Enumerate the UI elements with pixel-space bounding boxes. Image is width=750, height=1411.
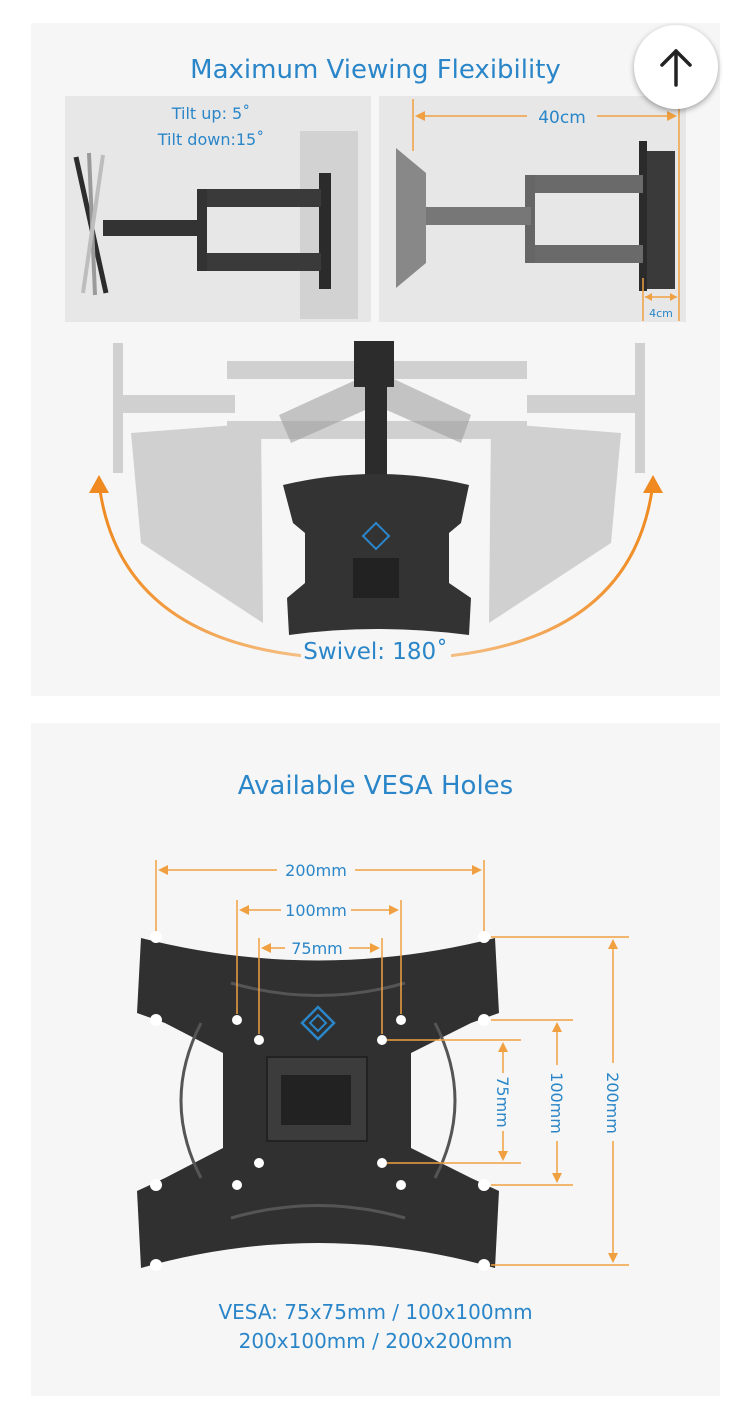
panel-heading: Maximum Viewing Flexibility [190,55,561,85]
dim-200mm-horizontal: 200mm [285,861,347,880]
vesa-diagram: 200mm 100mm 75mm 75mm 100mm 200mm [137,860,629,1271]
tilt-up-label: Tilt up: 5˚ [171,104,251,123]
extension-dimension-label: 40cm [538,108,586,128]
tilt-labels: Tilt up: 5˚ Tilt down:15˚ [31,101,391,153]
vesa-caption-line2: 200x100mm / 200x200mm [238,1329,513,1353]
vesa-holes-panel: Available VESA Holes [31,723,720,1396]
swivel-label: Swivel: 180˚ [303,639,448,665]
dim-200mm-vertical: 200mm [603,1072,622,1134]
scroll-to-top-button[interactable] [634,25,718,109]
dim-75mm-vertical: 75mm [493,1076,512,1128]
vesa-caption-line1: VESA: 75x75mm / 100x100mm [218,1300,533,1324]
viewing-flexibility-panel: Maximum Viewing Flexibility [31,23,720,696]
tilt-down-label: Tilt down:15˚ [157,130,265,149]
mount-illustration: 40cm 4cm [65,96,686,672]
dim-100mm-vertical: 100mm [547,1072,566,1134]
panel-heading: Available VESA Holes [237,771,514,801]
center-plate [283,474,471,635]
dim-100mm-horizontal: 100mm [285,901,347,920]
profile-dimension-label: 4cm [649,307,673,320]
vesa-caption: VESA: 75x75mm / 100x100mm 200x100mm / 20… [31,1298,720,1356]
arrow-up-icon [660,49,692,87]
dim-75mm-horizontal: 75mm [291,939,343,958]
